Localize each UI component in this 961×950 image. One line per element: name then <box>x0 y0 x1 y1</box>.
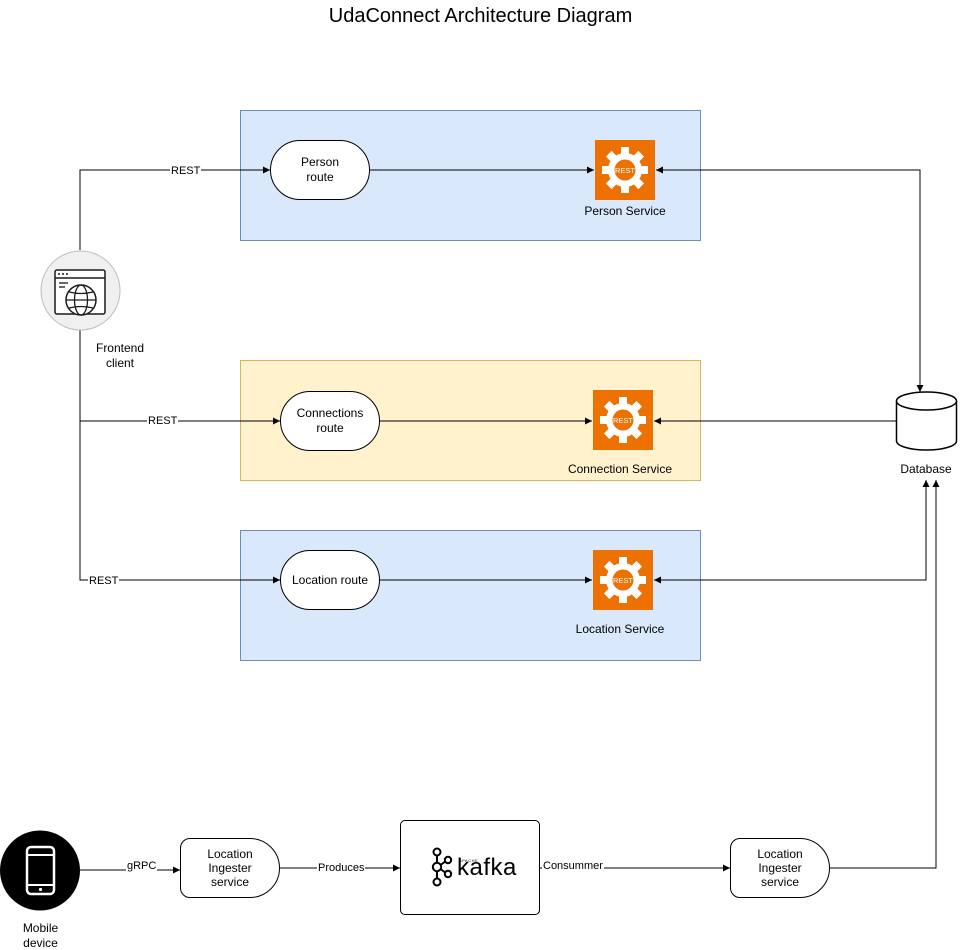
kafka-logo-icon <box>431 847 453 887</box>
edge-frontend-person <box>79 166 270 250</box>
person-route: Person route <box>270 140 370 200</box>
mobile-device-label: Mobile device <box>22 921 59 950</box>
person-service-label: Person Service <box>584 204 666 218</box>
frontend-client-label: Frontend client <box>95 341 145 370</box>
edge-ingester-database <box>830 480 940 869</box>
location-ingester-service-1: Location Ingester service <box>180 838 280 898</box>
gear-icon: REST <box>600 397 646 443</box>
edge-label-grpc: gRPC <box>126 860 158 873</box>
edge-location-database <box>654 480 930 584</box>
connection-service-label: Connection Service <box>567 462 673 476</box>
location-ingester-service-2: Location Ingester service <box>730 838 830 898</box>
location-service-label: Location Service <box>575 622 665 636</box>
kafka-wordmark: kafka <box>457 854 517 881</box>
edge-label-rest-connections: REST <box>147 415 179 428</box>
rest-badge-text: REST <box>613 416 633 425</box>
edge-frontend-location <box>79 421 280 584</box>
rest-badge-text: REST <box>615 166 635 175</box>
person-service-icon: REST <box>595 140 655 200</box>
edge-label-produces: Produces <box>317 862 366 875</box>
location-route: Location route <box>280 550 380 610</box>
connection-service-icon: REST <box>593 390 653 450</box>
mobile-device-icon <box>0 830 80 911</box>
edge-label-rest-person: REST <box>170 165 202 178</box>
gear-icon: REST <box>600 557 646 603</box>
database-label: Database <box>900 462 952 476</box>
gear-icon: REST <box>602 147 648 193</box>
connections-route: Connections route <box>280 391 380 451</box>
location-service-icon: REST <box>593 550 653 610</box>
kafka-apache-text: APACHE <box>459 858 479 863</box>
edge-label-rest-location: REST <box>88 575 120 588</box>
frontend-client-icon <box>40 250 121 331</box>
edge-label-consumer: Consummer <box>542 860 604 873</box>
diagram-title: UdaConnect Architecture Diagram <box>328 5 633 27</box>
rest-badge-text: REST <box>613 576 633 585</box>
database-icon <box>895 391 958 451</box>
edge-person-database <box>656 166 924 392</box>
kafka-broker: APACHE kafka <box>400 820 540 915</box>
